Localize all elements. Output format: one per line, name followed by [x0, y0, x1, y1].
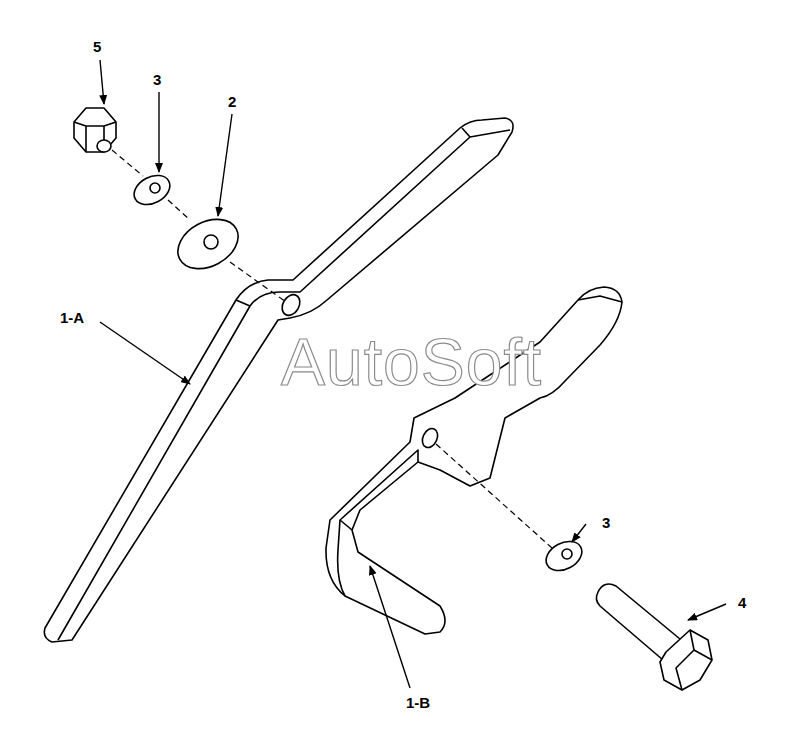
leader-line	[688, 604, 726, 620]
part-label: 1-A	[60, 310, 84, 325]
hex-nut	[74, 108, 116, 152]
large-washer	[169, 210, 246, 279]
center-line	[230, 262, 286, 302]
part-label: 1-B	[406, 695, 430, 710]
small-washer	[129, 170, 175, 211]
small-washer	[541, 536, 587, 577]
leader-line	[100, 60, 104, 104]
callout-number: 5	[93, 39, 101, 54]
leader-line	[100, 322, 190, 384]
leader-line	[370, 566, 410, 688]
leader-line	[158, 92, 159, 172]
center-line	[436, 444, 552, 548]
center-line	[112, 150, 143, 176]
callout-number: 3	[602, 515, 610, 530]
callout-number: 4	[738, 595, 746, 610]
callout-number: 2	[228, 94, 236, 109]
watermark: AutoSoft	[281, 329, 542, 395]
center-line	[168, 200, 190, 220]
leader-line	[572, 524, 586, 542]
leader-line	[218, 114, 232, 216]
hex-bolt	[596, 584, 712, 690]
callout-number: 3	[153, 72, 161, 87]
